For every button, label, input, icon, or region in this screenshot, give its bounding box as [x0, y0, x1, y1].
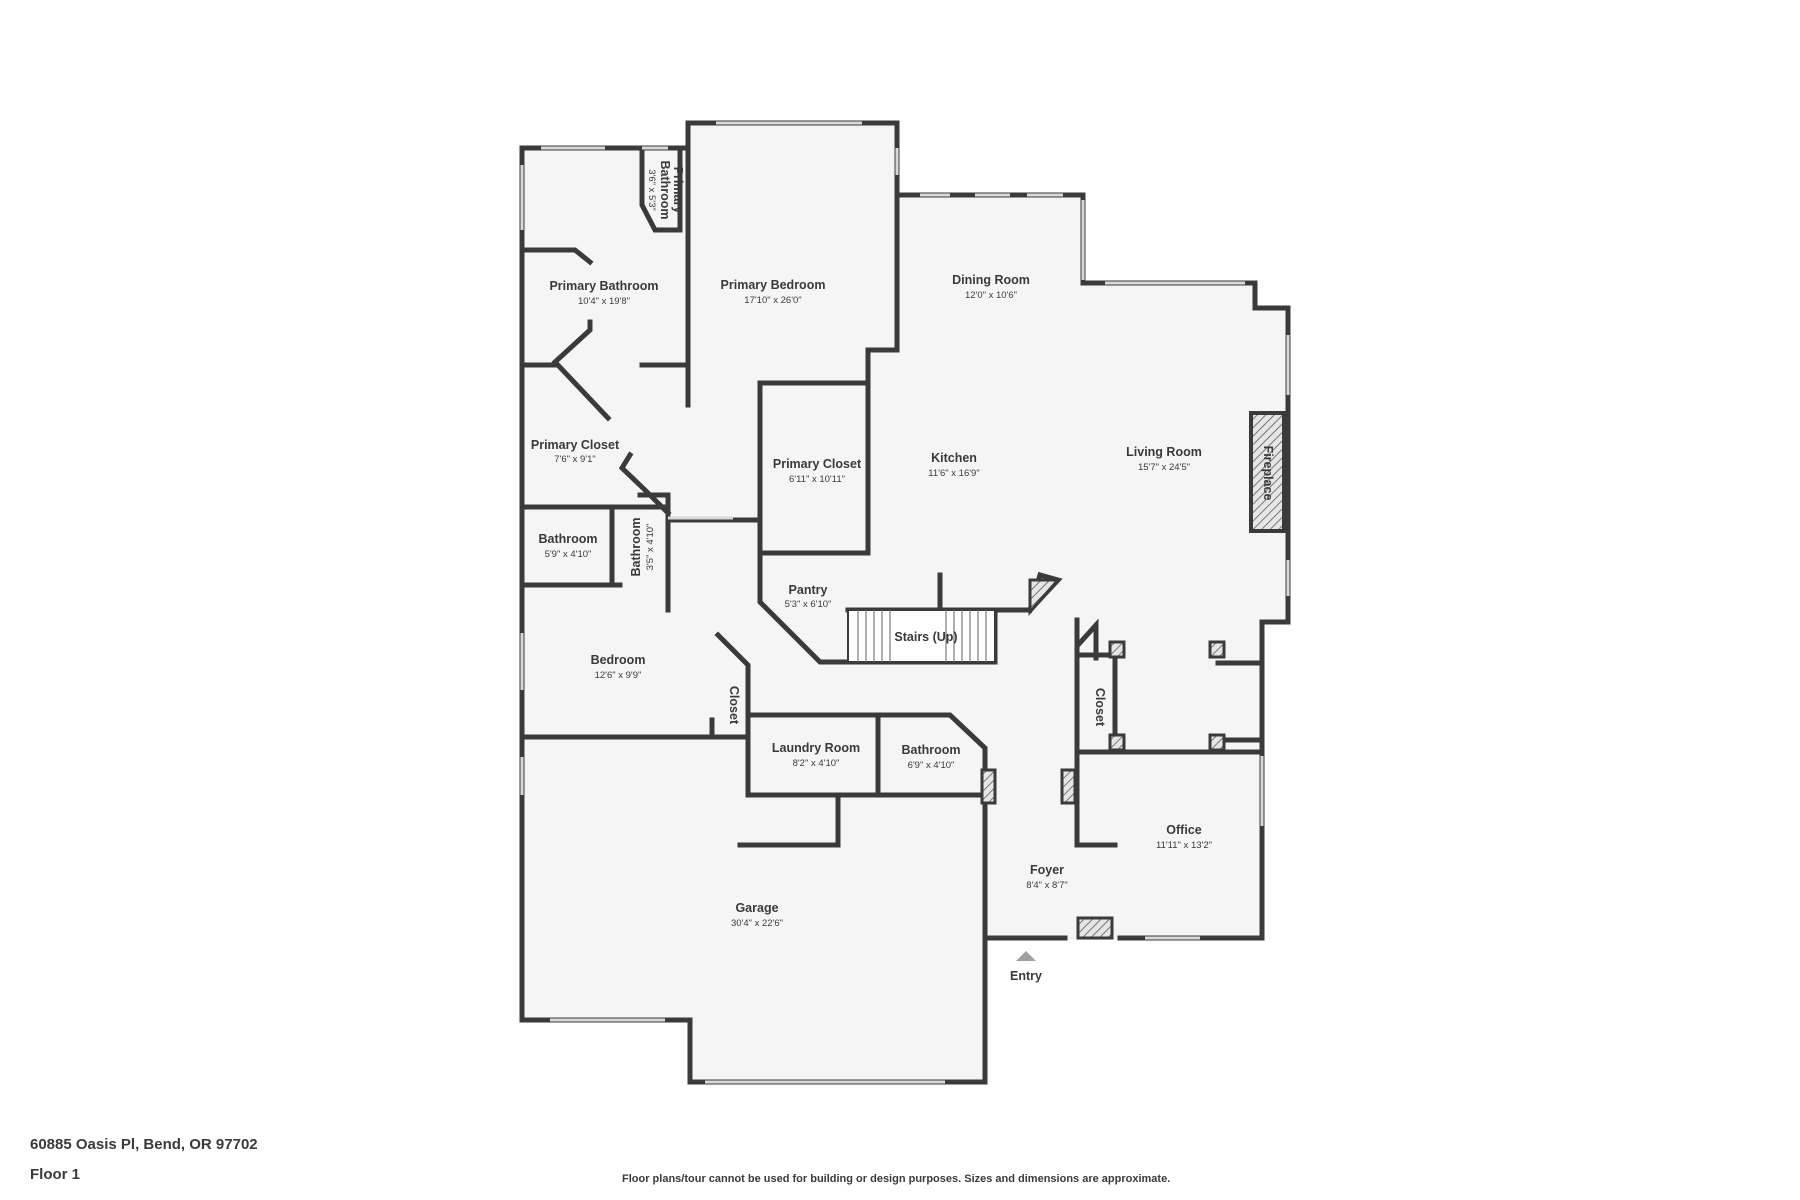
columns — [980, 578, 1226, 940]
room-name-bathroom-center: Bathroom — [901, 743, 960, 757]
room-name-office: Office — [1166, 823, 1201, 837]
room-name-stairs: Stairs (Up) — [894, 630, 957, 644]
windows — [520, 121, 1290, 1084]
room-name-pantry: Pantry — [789, 583, 828, 597]
room-name-foyer: Foyer — [1030, 863, 1064, 877]
room-dims-bathroom-left: 5'9" x 4'10" — [545, 549, 592, 560]
disclaimer-text: Floor plans/tour cannot be used for buil… — [622, 1173, 1171, 1185]
property-address: 60885 Oasis Pl, Bend, OR 97702 — [30, 1136, 258, 1153]
entry-arrow-icon — [1016, 951, 1036, 961]
entry-label[interactable]: Entry — [1010, 969, 1042, 983]
room-dims-garage: 30'4" x 22'6" — [731, 918, 783, 929]
room-name-garage: Garage — [735, 901, 778, 915]
room-dims-primary-bedroom: 17'10" x 26'0" — [744, 295, 801, 306]
room-primary-bathroom-small: Primary Bathroom 3'6" x 5'3" — [646, 160, 685, 219]
room-name-laundry-room: Laundry Room — [772, 741, 860, 755]
floor-label: Floor 1 — [30, 1166, 81, 1183]
room-name-primary-bedroom: Primary Bedroom — [721, 278, 826, 292]
room-name-fireplace: Fireplace — [1261, 446, 1275, 501]
room-name-kitchen: Kitchen — [931, 451, 977, 465]
room-dims-dining-room: 12'0" x 10'6" — [965, 290, 1017, 301]
room-name-dining-room: Dining Room — [952, 273, 1030, 287]
room-name-bathroom-left: Bathroom — [538, 532, 597, 546]
room-dims-primary-closet-center: 6'11" x 10'11" — [789, 474, 845, 485]
room-dims-bedroom: 12'6" x 9'9" — [595, 670, 642, 681]
room-dims-kitchen: 11'6" x 16'9" — [928, 468, 979, 479]
room-name-bedroom: Bedroom — [591, 653, 646, 667]
room-dims-foyer: 8'4" x 8'7" — [1026, 880, 1068, 891]
room-dims-primary-bathroom: 10'4" x 19'8" — [578, 296, 630, 307]
floor-fill — [522, 123, 1288, 1082]
room-name: Bathroom — [658, 160, 672, 219]
room-name-closet-foyer: Closet — [1093, 688, 1107, 727]
stairs-treads — [847, 609, 996, 663]
fireplace-hearth — [1249, 411, 1286, 533]
room-labels: Primary Bathroom 3'6" x 5'3" Primary Bat… — [531, 160, 1275, 929]
room-dims-laundry-room: 8'2" x 4'10" — [793, 758, 840, 769]
room-dims-pantry: 5'3" x 6'10" — [785, 599, 832, 610]
room-dims-bathroom-vertical: 3'5" x 4'10" — [645, 524, 656, 571]
room-name-primary-closet-left: Primary Closet — [531, 438, 620, 452]
room-name-living-room: Living Room — [1126, 445, 1202, 459]
room-dims-primary-closet-left: 7'6" x 9'1" — [554, 454, 596, 465]
room-name: Primary — [671, 167, 685, 214]
room-name-bathroom-vertical: Bathroom — [629, 517, 643, 576]
room-dims-bathroom-center: 6'9" x 4'10" — [908, 760, 955, 771]
room-dims-office: 11'11" x 13'2" — [1156, 840, 1212, 851]
exterior-wall — [519, 120, 900, 198]
room-name-closet-bedroom: Closet — [727, 686, 741, 725]
room-dims-living-room: 15'7" x 24'5" — [1138, 462, 1190, 473]
room-name-primary-bathroom: Primary Bathroom — [549, 279, 658, 293]
room-name-primary-closet-center: Primary Closet — [773, 457, 862, 471]
room-dims: 3'6" x 5'3" — [646, 169, 657, 211]
